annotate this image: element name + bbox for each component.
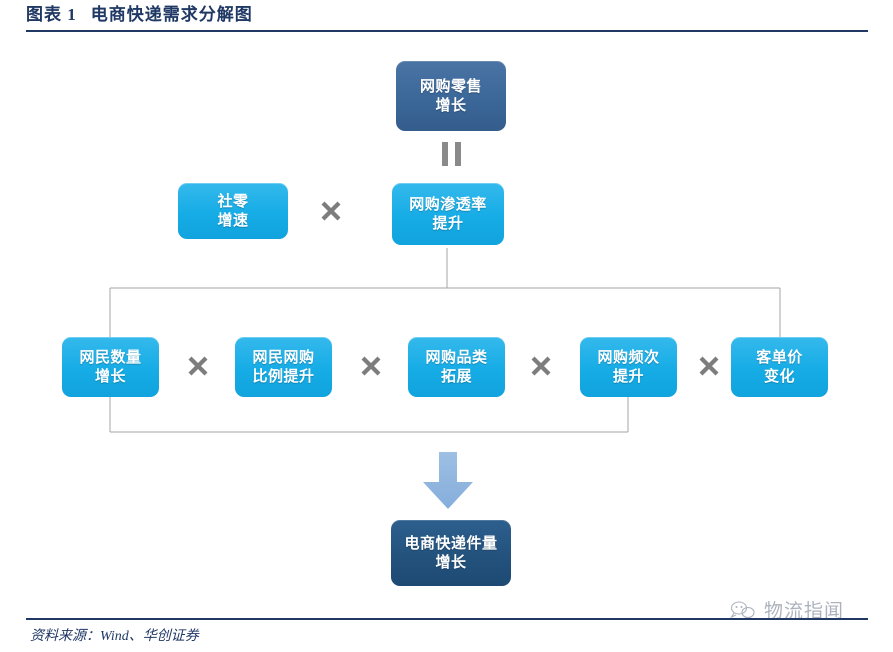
node-ecommerce-parcel-volume-growth[interactable]: 电商快递件量 增长 — [391, 520, 511, 586]
exhibit-header: 图表 1 电商快递需求分解图 — [26, 4, 866, 34]
operator-times-level3-3 — [527, 352, 555, 380]
exhibit-number: 图表 1 — [26, 5, 77, 24]
node-netizen-count-growth[interactable]: 网民数量 增长 — [62, 337, 159, 397]
node-label: 网购品类 拓展 — [425, 348, 488, 385]
node-label: 网民数量 增长 — [79, 348, 142, 385]
node-label: 网购渗透率 提升 — [409, 195, 487, 232]
operator-times-level3-2 — [357, 352, 385, 380]
node-category-expansion[interactable]: 网购品类 拓展 — [408, 337, 505, 397]
operator-times-level2-1 — [317, 197, 345, 225]
node-netizen-shopping-ratio-rise[interactable]: 网民网购 比例提升 — [235, 337, 332, 397]
exhibit-title-text: 电商快递需求分解图 — [90, 5, 253, 24]
node-online-retail-growth[interactable]: 网购零售 增长 — [396, 61, 506, 131]
source-note: 资料来源：Wind、华创证券 — [30, 629, 199, 644]
operator-equals — [436, 141, 466, 167]
node-label: 网购零售 增长 — [419, 77, 482, 114]
node-label: 网民网购 比例提升 — [252, 348, 315, 385]
footer-divider — [26, 618, 868, 620]
node-online-penetration-rise[interactable]: 网购渗透率 提升 — [392, 183, 504, 245]
node-label: 客单价 变化 — [756, 348, 803, 385]
watermark-text: 物流指闻 — [764, 601, 845, 622]
node-label: 网购频次 提升 — [597, 348, 660, 385]
operator-times-level3-4 — [695, 352, 723, 380]
operator-times-level3-1 — [184, 352, 212, 380]
header-divider — [26, 30, 868, 32]
diagram-canvas: 网购零售 增长 社零 增速 网购渗透率 提升 网民数量 增长 — [0, 36, 893, 616]
equals-bar-1 — [441, 142, 448, 166]
node-retail-sales-growth[interactable]: 社零 增速 — [178, 183, 288, 239]
equals-bars — [441, 142, 461, 166]
watermark: 物流指闻 — [728, 596, 844, 623]
chat-bubble-logo-icon — [730, 600, 755, 618]
node-label: 社零 增速 — [217, 192, 249, 229]
connector-lines — [109, 248, 781, 433]
equals-bar-2 — [454, 142, 461, 166]
page-title: 图表 1 电商快递需求分解图 — [26, 4, 866, 26]
node-label: 电商快递件量 增长 — [404, 534, 498, 571]
down-arrow-icon — [423, 452, 473, 509]
node-shopping-frequency-rise[interactable]: 网购频次 提升 — [580, 337, 677, 397]
node-average-order-value-change[interactable]: 客单价 变化 — [731, 337, 828, 397]
